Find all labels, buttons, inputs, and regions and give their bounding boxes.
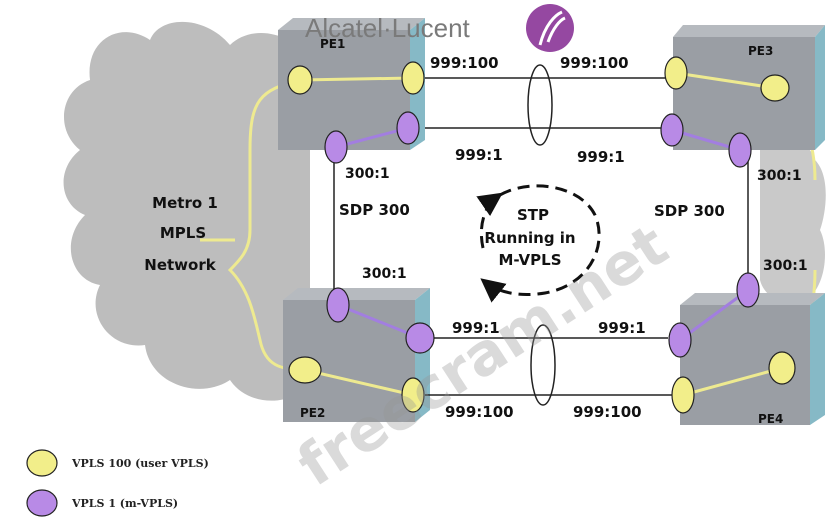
- top-link-bundle-ellipse: [527, 64, 553, 146]
- cloud-right-shape: [760, 136, 826, 304]
- bottom-user-left-label: 999:100: [445, 403, 514, 421]
- pe3-label: PE3: [748, 44, 773, 58]
- cloud-label-line-3: Network: [144, 256, 216, 274]
- bottom-user-right-label: 999:100: [573, 403, 642, 421]
- cloud-label-line-2: MPLS: [160, 224, 206, 242]
- pe3-mvpls-sdp999: [660, 113, 684, 147]
- top-mvpls-left-label: 999:1: [455, 146, 503, 164]
- stp-line-1: STP: [517, 206, 549, 224]
- m-vpls-endpoints: [324, 111, 760, 358]
- metro-mpls-cloud: [63, 21, 826, 401]
- pe1-label: PE1: [320, 37, 345, 51]
- cloud-label-line-1: Metro 1: [152, 194, 218, 212]
- top-user-left-label: 999:100: [430, 54, 499, 72]
- pe4-user-sdp: [671, 376, 695, 414]
- top-user-right-label: 999:100: [560, 54, 629, 72]
- pe3-sdp300-label: 300:1: [757, 168, 802, 184]
- pe4-node: [680, 293, 825, 425]
- pe2-label: PE2: [300, 406, 325, 420]
- pe2-mvpls-sdp999: [405, 322, 435, 354]
- legend: VPLS 100 (user VPLS) VPLS 1 (m-VPLS): [26, 449, 209, 517]
- pe3-user-sdp: [664, 56, 688, 90]
- legend-m-vpls-swatch: [26, 489, 58, 517]
- pe2-sdp300-label: 300:1: [362, 266, 407, 282]
- pe2-user-sap: [288, 356, 322, 384]
- pe1-user-sdp: [401, 61, 425, 95]
- pe3-user-sap: [760, 74, 790, 102]
- pe4-sdp300-label: 300:1: [763, 258, 808, 274]
- cloud-left-shape: [63, 21, 311, 401]
- pe1-user-sap: [287, 65, 313, 95]
- stp-line-2: Running in: [484, 229, 575, 247]
- bottom-mvpls-left-label: 999:1: [452, 319, 500, 337]
- brand-name: Alcatel·Lucent: [305, 13, 471, 43]
- pe3-mvpls-sdp300: [728, 132, 752, 168]
- pe1-mvpls-sdp999: [396, 111, 420, 145]
- bottom-link-bundle-ellipse: [530, 324, 556, 406]
- pe3-node: [673, 25, 825, 150]
- alcatel-lucent-logo: Alcatel·Lucent: [305, 4, 574, 52]
- user-vpls-endpoints: [287, 56, 796, 414]
- pe4-mvpls-sdp300: [736, 272, 760, 308]
- pe2-mvpls-sdp300: [326, 287, 350, 323]
- left-sdp-label: SDP 300: [339, 201, 410, 219]
- pe2-user-sdp: [401, 377, 425, 413]
- right-sdp-label: SDP 300: [654, 202, 725, 220]
- pe4-label: PE4: [758, 412, 783, 426]
- cloud-label: Metro 1 MPLS Network: [144, 194, 218, 274]
- bottom-mvpls-right-label: 999:1: [598, 319, 646, 337]
- pe1-mvpls-sdp300: [324, 130, 348, 164]
- stp-loop-arrow-2: [476, 192, 503, 249]
- legend-user-vpls-label: VPLS 100 (user VPLS): [71, 457, 209, 470]
- pe4-mvpls-sdp999: [668, 322, 692, 358]
- pe1-sdp300-label: 300:1: [345, 166, 390, 182]
- stp-line-3: M-VPLS: [498, 251, 561, 269]
- pe4-user-sap: [768, 351, 796, 385]
- brand-mark: [526, 4, 574, 52]
- top-mvpls-right-label: 999:1: [577, 148, 625, 166]
- legend-user-vpls-swatch: [26, 449, 58, 477]
- stp-loop: STP Running in M-VPLS: [476, 184, 601, 303]
- legend-m-vpls-label: VPLS 1 (m-VPLS): [71, 497, 178, 510]
